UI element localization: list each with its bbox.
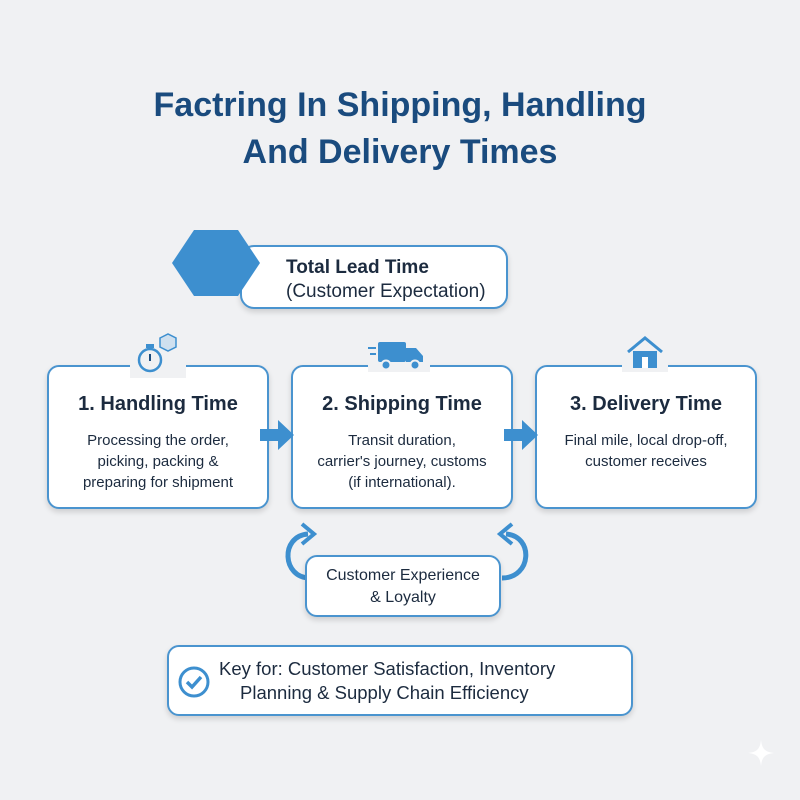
lead-subtitle: (Customer Expectation) <box>286 281 486 302</box>
step-title: 1. Handling Time <box>78 393 238 415</box>
arrow-right-icon <box>504 420 538 450</box>
house-icon <box>622 334 668 372</box>
key-line: Key for: Customer Satisfaction, Inventor… <box>219 658 556 679</box>
step-handling: 1. Handling Time Processing the order,pi… <box>47 365 269 509</box>
lead-title: Total Lead Time <box>286 257 429 278</box>
stopwatch-box-icon <box>130 330 186 378</box>
experience-line: Customer Experience <box>326 567 480 584</box>
step-title: 3. Delivery Time <box>570 393 722 415</box>
step-title: 2. Shipping Time <box>322 393 482 415</box>
hexagon-icon <box>172 230 260 296</box>
step-shipping: 2. Shipping Time Transit duration,carrie… <box>291 365 513 509</box>
key-box: Key for: Customer Satisfaction, Inventor… <box>167 645 633 716</box>
customer-experience-box: Customer Experience & Loyalty <box>305 555 501 617</box>
arrow-right-icon <box>260 420 294 450</box>
key-line: Planning & Supply Chain Efficiency <box>240 682 529 703</box>
total-lead-time-box: Total Lead Time (Customer Expectation) <box>240 245 508 309</box>
loop-arrow-right-icon <box>496 522 529 581</box>
check-circle-icon <box>178 666 210 698</box>
step-delivery: 3. Delivery Time Final mile, local drop-… <box>535 365 757 509</box>
loop-arrow-left-icon <box>285 522 318 581</box>
delivery-truck-icon <box>368 338 430 372</box>
sparkle-icon <box>748 740 774 766</box>
experience-line: & Loyalty <box>370 589 436 606</box>
